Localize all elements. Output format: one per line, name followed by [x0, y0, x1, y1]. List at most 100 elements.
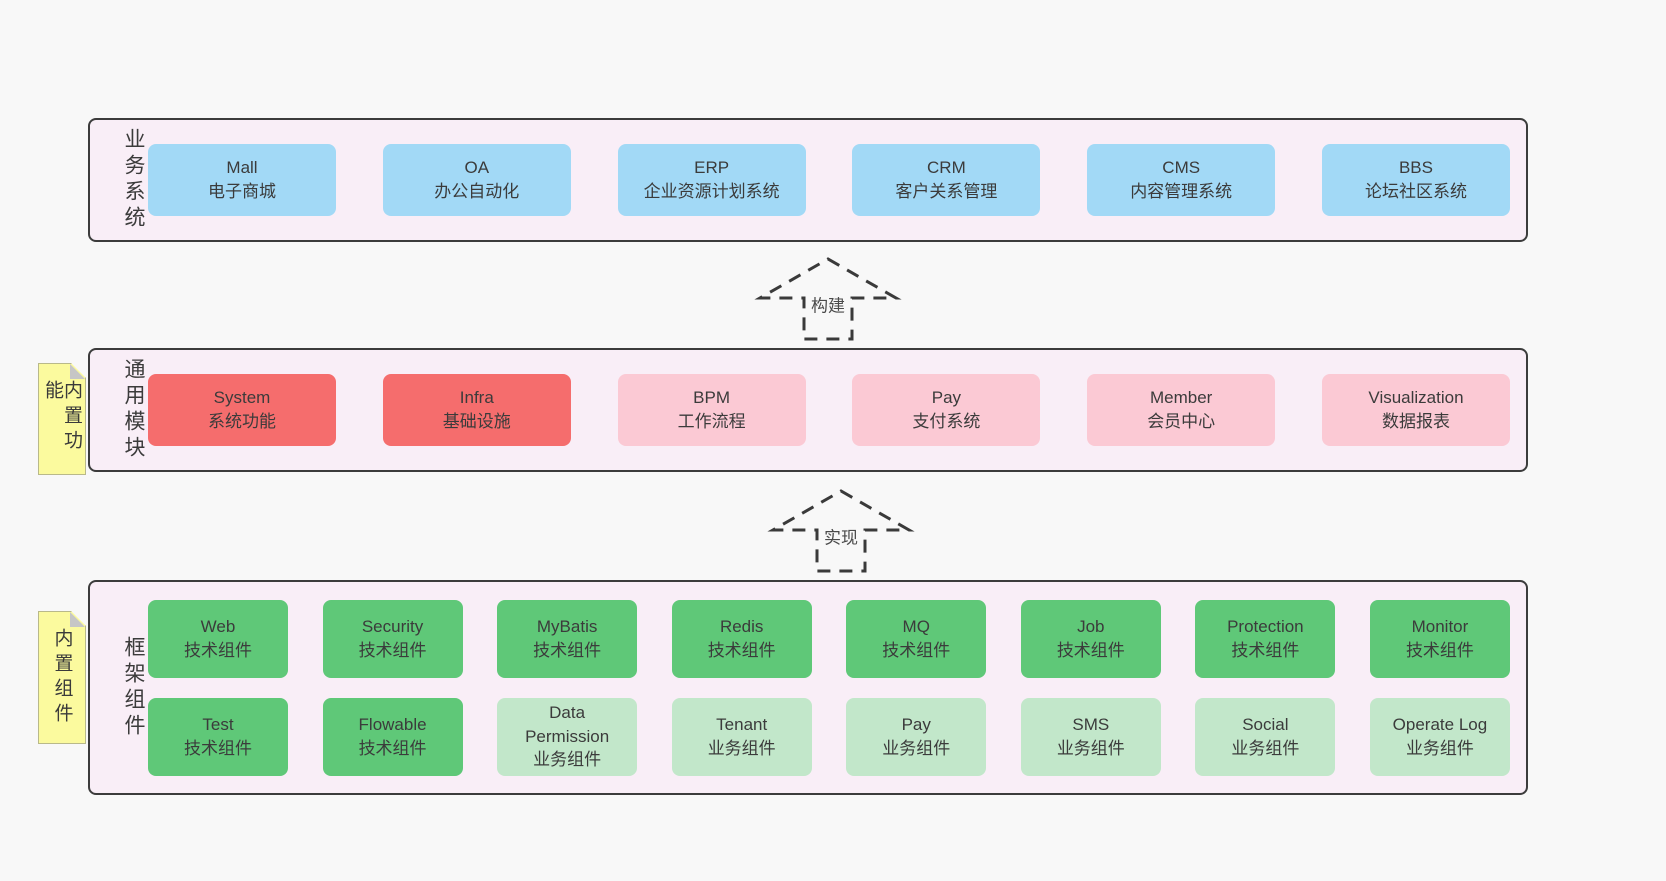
box-desc: 办公自动化 — [434, 182, 520, 201]
arrow-implement: 实现 — [766, 487, 916, 575]
arrow-build: 构建 — [753, 255, 903, 343]
box-desc: 论坛社区系统 — [1364, 182, 1467, 201]
box-name: Member — [1150, 388, 1213, 408]
box-bbs: BBS 论坛社区系统 — [1321, 144, 1510, 216]
box-desc: 客户关系管理 — [895, 182, 998, 201]
box-name: ERP — [694, 158, 730, 178]
box-flowable: Flowable 技术组件 — [322, 697, 463, 776]
business-systems-panel: 业务系统 Mall 电子商城 OA 办公自动化 ERP 企业资源计划系统 CRM… — [88, 118, 1528, 242]
framework-components-panel: 框架组件 Web 技术组件 Security 技术组件 MyBatis 技术组件… — [88, 580, 1528, 795]
framework-components-label: 框架组件 — [122, 635, 145, 740]
box-desc: 技术组件 — [1405, 640, 1474, 660]
box-desc: 业务组件 — [533, 750, 602, 770]
box-security: Security 技术组件 — [322, 599, 463, 678]
box-redis: Redis 技术组件 — [671, 599, 812, 678]
box-pay-module: Pay 支付系统 — [852, 374, 1041, 446]
box-protection: Protection 技术组件 — [1195, 599, 1336, 678]
box-name: Test — [202, 714, 234, 734]
box-name: Infra — [459, 388, 494, 408]
sticky-note-builtin-features: 内置功能 — [38, 363, 86, 475]
common-modules-label: 通用模块 — [122, 358, 145, 462]
box-name: CRM — [927, 158, 966, 178]
box-name: System — [213, 388, 271, 408]
box-name: BBS — [1398, 158, 1433, 178]
box-desc: 支付系统 — [912, 412, 981, 431]
box-name: Tenant — [716, 714, 768, 734]
box-desc: 技术组件 — [882, 640, 951, 660]
framework-components-rows: Web 技术组件 Security 技术组件 MyBatis 技术组件 Redi… — [144, 599, 1526, 776]
sticky-note-text: 内置组件 — [51, 628, 73, 728]
box-monitor: Monitor 技术组件 — [1369, 599, 1510, 678]
box-mybatis: MyBatis 技术组件 — [497, 599, 638, 678]
box-tenant: Tenant 业务组件 — [671, 697, 812, 776]
common-modules-panel: 通用模块 System 系统功能 Infra 基础设施 BPM 工作流程 Pay… — [88, 348, 1528, 472]
box-name: Flowable — [358, 714, 427, 734]
box-operate-log: Operate Log 业务组件 — [1369, 697, 1510, 776]
box-name: MQ — [902, 616, 930, 636]
box-name: Pay — [901, 714, 931, 734]
framework-components-row-2: Test 技术组件 Flowable 技术组件 Data Permission … — [148, 697, 1510, 776]
box-desc: 业务组件 — [882, 738, 951, 758]
box-desc: 业务组件 — [1405, 738, 1474, 758]
box-cms: CMS 内容管理系统 — [1087, 144, 1276, 216]
up-arrow-dashed-icon — [754, 257, 902, 341]
arrow-implement-label: 实现 — [820, 522, 862, 550]
box-name: Social — [1242, 714, 1289, 734]
sticky-note-text: 内置功能 — [42, 380, 82, 455]
box-desc: 业务组件 — [707, 738, 776, 758]
box-mq: MQ 技术组件 — [846, 599, 987, 678]
box-name: Monitor — [1411, 616, 1469, 636]
box-sms: SMS 业务组件 — [1020, 697, 1161, 776]
sticky-note-builtin-components: 内置组件 — [38, 611, 86, 744]
box-desc: 技术组件 — [533, 640, 602, 660]
box-desc: 工作流程 — [677, 412, 746, 431]
box-name: MyBatis — [536, 616, 598, 636]
box-desc: 内容管理系统 — [1130, 182, 1233, 201]
box-social: Social 业务组件 — [1195, 697, 1336, 776]
box-name: Redis — [719, 616, 764, 636]
box-name: Web — [200, 616, 236, 636]
box-desc: 技术组件 — [358, 640, 427, 660]
common-modules-row: System 系统功能 Infra 基础设施 BPM 工作流程 Pay 支付系统… — [144, 374, 1526, 446]
box-visualization: Visualization 数据报表 — [1321, 374, 1510, 446]
box-name: Visualization — [1368, 388, 1464, 408]
box-bpm: BPM 工作流程 — [617, 374, 806, 446]
up-arrow-dashed-icon — [767, 489, 915, 573]
box-job: Job 技术组件 — [1020, 599, 1161, 678]
box-desc: 技术组件 — [184, 738, 252, 758]
box-mall: Mall 电子商城 — [148, 144, 336, 216]
box-oa: OA 办公自动化 — [382, 144, 571, 216]
box-name: Data Permission — [525, 702, 610, 746]
box-data-permission: Data Permission 业务组件 — [497, 697, 638, 776]
box-desc: 企业资源计划系统 — [643, 182, 780, 201]
box-infra: Infra 基础设施 — [382, 374, 571, 446]
box-name: Security — [361, 616, 424, 636]
framework-components-row-1: Web 技术组件 Security 技术组件 MyBatis 技术组件 Redi… — [148, 599, 1510, 678]
arrow-build-label: 构建 — [807, 290, 849, 318]
box-desc: 技术组件 — [707, 640, 776, 660]
box-desc: 数据报表 — [1381, 412, 1450, 431]
box-web: Web 技术组件 — [148, 599, 288, 678]
box-name: OA — [464, 158, 490, 178]
box-name: Job — [1077, 616, 1105, 636]
box-test: Test 技术组件 — [148, 697, 288, 776]
box-system: System 系统功能 — [148, 374, 336, 446]
box-member: Member 会员中心 — [1087, 374, 1276, 446]
box-pay-component: Pay 业务组件 — [846, 697, 987, 776]
box-name: Protection — [1227, 616, 1304, 636]
box-desc: 技术组件 — [1056, 640, 1125, 660]
box-name: Operate Log — [1392, 714, 1488, 734]
box-desc: 业务组件 — [1231, 738, 1300, 758]
business-systems-label: 业务系统 — [122, 128, 145, 232]
box-name: Pay — [931, 388, 962, 408]
business-systems-row: Mall 电子商城 OA 办公自动化 ERP 企业资源计划系统 CRM 客户关系… — [144, 144, 1526, 216]
box-desc: 基础设施 — [442, 412, 511, 431]
box-desc: 电子商城 — [208, 182, 276, 201]
box-name: Mall — [226, 158, 258, 178]
box-desc: 技术组件 — [184, 640, 252, 660]
box-desc: 系统功能 — [208, 412, 276, 431]
box-crm: CRM 客户关系管理 — [852, 144, 1041, 216]
box-desc: 技术组件 — [1231, 640, 1300, 660]
box-erp: ERP 企业资源计划系统 — [617, 144, 806, 216]
